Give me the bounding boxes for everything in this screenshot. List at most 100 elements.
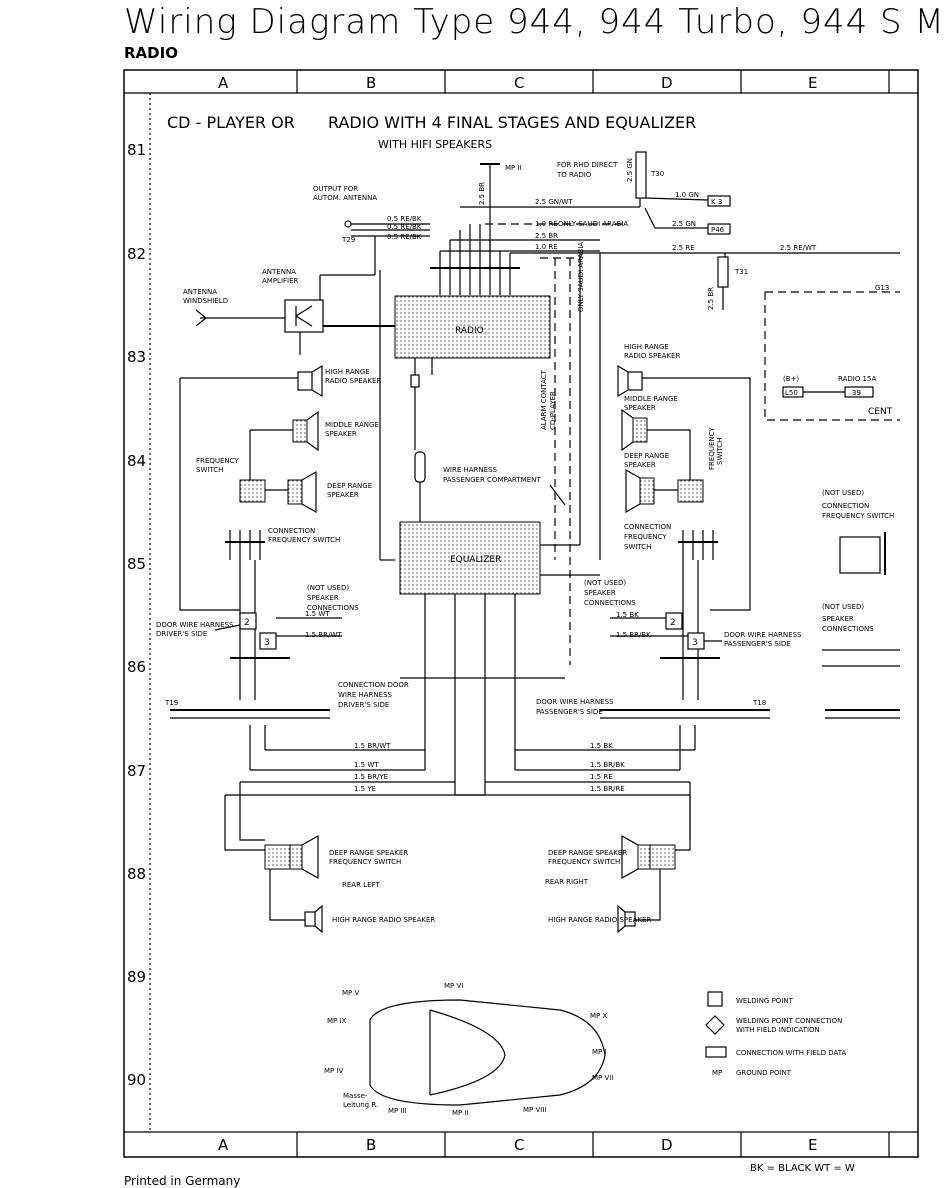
row-label: 85: [127, 555, 146, 573]
svg-text:2: 2: [670, 618, 676, 628]
svg-text:2.5 RE/WT: 2.5 RE/WT: [780, 244, 817, 252]
svg-text:RADIO 15A: RADIO 15A: [838, 375, 876, 383]
svg-text:0.5 RE/BK: 0.5 RE/BK: [387, 233, 422, 241]
row-label: 83: [127, 348, 146, 366]
svg-text:0.5 RE/BK: 0.5 RE/BK: [387, 223, 422, 231]
svg-text:RADIO SPEAKER: RADIO SPEAKER: [325, 377, 381, 385]
column-label: A: [218, 1136, 229, 1154]
svg-text:WIRE HARNESS: WIRE HARNESS: [443, 466, 498, 474]
svg-text:DOOR WIRE HARNESS: DOOR WIRE HARNESS: [156, 621, 234, 629]
svg-text:RADIO: RADIO: [455, 326, 484, 336]
svg-text:ONLY SAUDI ARABIA: ONLY SAUDI ARABIA: [577, 242, 585, 312]
svg-text:CONNECTION: CONNECTION: [624, 523, 671, 531]
heading-radio: RADIO WITH 4 FINAL STAGES AND EQUALIZER: [328, 113, 696, 132]
svg-text:HIGH RANGE: HIGH RANGE: [624, 343, 669, 351]
svg-text:2: 2: [244, 618, 250, 628]
svg-text:T30: T30: [650, 170, 664, 178]
svg-text:CD-PLAYER: CD-PLAYER: [549, 391, 557, 430]
svg-text:2.5 BR: 2.5 BR: [478, 182, 486, 205]
svg-text:2.5 BR: 2.5 BR: [707, 287, 715, 310]
svg-text:1.5 BK: 1.5 BK: [590, 742, 613, 750]
row-label: 90: [127, 1071, 146, 1089]
svg-text:SPEAKER: SPEAKER: [822, 615, 854, 623]
svg-text:(NOT USED): (NOT USED): [307, 584, 349, 592]
svg-text:CONNECTION: CONNECTION: [268, 527, 315, 535]
svg-text:MP VIII: MP VIII: [523, 1106, 546, 1114]
column-label: D: [661, 74, 673, 92]
svg-text:CONNECTION WITH FIELD DATA: CONNECTION WITH FIELD DATA: [736, 1049, 847, 1057]
svg-text:(NOT USED): (NOT USED): [584, 579, 626, 587]
svg-text:MP V: MP V: [342, 989, 359, 997]
symbol-legend: WELDING POINT WELDING POINT CONNECTION W…: [705, 991, 847, 1077]
svg-text:MP VII: MP VII: [592, 1074, 613, 1082]
svg-text:Masse-: Masse-: [343, 1092, 368, 1100]
svg-text:T18: T18: [752, 699, 766, 707]
row-label: 86: [127, 658, 146, 676]
row-label: 87: [127, 762, 146, 780]
antenna-section: OUTPUT FOR AUTOM. ANTENNA 0.5 RE/BK 0.5 …: [183, 185, 430, 355]
svg-text:MIDDLE RANGE: MIDDLE RANGE: [624, 395, 678, 403]
svg-text:OUTPUT FOR: OUTPUT FOR: [313, 185, 358, 193]
right-front-speakers: HIGH RANGE RADIO SPEAKER MIDDLE RANGE SP…: [584, 343, 802, 700]
svg-text:ANTENNA: ANTENNA: [183, 288, 217, 296]
fuse-section: G13 (B+) RADIO 15A L50 39 CENT (NOT USED…: [764, 284, 900, 719]
svg-text:1.5 WT: 1.5 WT: [354, 761, 379, 769]
svg-text:MP I: MP I: [592, 1048, 607, 1056]
svg-text:FREQUENCY SWITCH: FREQUENCY SWITCH: [268, 536, 340, 544]
svg-text:SPEAKER: SPEAKER: [624, 404, 656, 412]
svg-text:T31: T31: [734, 268, 748, 276]
svg-text:MP III: MP III: [388, 1107, 407, 1115]
svg-text:2.5 GN/WT: 2.5 GN/WT: [535, 198, 573, 206]
wiring-diagram: A B C D E A B C D E 81 82 83 84 85 86 87…: [123, 69, 919, 1158]
svg-text:1.5 BR/RE: 1.5 BR/RE: [590, 785, 625, 793]
svg-text:1.0 RE: 1.0 RE: [535, 220, 558, 228]
svg-text:P46: P46: [711, 226, 725, 234]
svg-text:CONNECTION DOOR: CONNECTION DOOR: [338, 681, 409, 689]
svg-text:FREQUENCY: FREQUENCY: [708, 427, 716, 470]
svg-text:3: 3: [692, 638, 698, 648]
svg-text:WITH FIELD INDICATION: WITH FIELD INDICATION: [736, 1026, 820, 1034]
equalizer-unit: EQUALIZER WIRE HARNESS PASSENGER COMPART…: [338, 466, 600, 795]
svg-text:2.5 RE: 2.5 RE: [672, 244, 695, 252]
svg-text:DEEP RANGE: DEEP RANGE: [624, 452, 669, 460]
column-label: C: [514, 74, 524, 92]
column-label: A: [218, 74, 229, 92]
svg-text:SWITCH: SWITCH: [716, 438, 724, 465]
svg-text:RADIO SPEAKER: RADIO SPEAKER: [624, 352, 680, 360]
svg-text:1.5 WT: 1.5 WT: [305, 610, 330, 618]
svg-text:1.0 GN: 1.0 GN: [675, 191, 699, 199]
svg-text:WELDING POINT CONNECTION: WELDING POINT CONNECTION: [736, 1017, 842, 1025]
svg-text:MP X: MP X: [590, 1012, 607, 1020]
svg-text:HIGH RANGE RADIO SPEAKER: HIGH RANGE RADIO SPEAKER: [332, 916, 435, 924]
svg-text:WINDSHIELD: WINDSHIELD: [183, 297, 228, 305]
svg-text:CONNECTIONS: CONNECTIONS: [307, 604, 359, 612]
svg-text:K 3: K 3: [711, 198, 722, 206]
svg-text:CONNECTIONS: CONNECTIONS: [584, 599, 636, 607]
diagram-frame: [123, 69, 919, 1158]
svg-text:REAR RIGHT: REAR RIGHT: [545, 878, 589, 886]
heading-hifi: WITH HIFI SPEAKERS: [378, 138, 492, 151]
svg-text:DRIVER'S SIDE: DRIVER'S SIDE: [156, 630, 207, 638]
svg-text:MP IV: MP IV: [324, 1067, 344, 1075]
svg-text:1.5 BR/YE: 1.5 BR/YE: [354, 773, 388, 781]
svg-text:PASSENGER COMPARTMENT: PASSENGER COMPARTMENT: [443, 476, 541, 484]
svg-text:2.5 GN: 2.5 GN: [626, 158, 634, 182]
svg-text:1.5 BK: 1.5 BK: [616, 611, 639, 619]
svg-text:MP IX: MP IX: [327, 1017, 347, 1025]
grid-row-labels: 81 82 83 84 85 86 87 88 89 90: [127, 141, 146, 1089]
rear-left-speakers: DEEP RANGE SPEAKER FREQUENCY SWITCH REAR…: [224, 782, 435, 934]
page-title: Wiring Diagram Type 944, 944 Turbo, 944 …: [124, 2, 945, 42]
radio-unit: RADIO: [379, 224, 551, 561]
column-label: E: [808, 1136, 817, 1154]
row-label: 84: [127, 452, 146, 470]
row-label: 82: [127, 245, 146, 263]
svg-text:AMPLIFIER: AMPLIFIER: [262, 277, 299, 285]
row-label: 81: [127, 141, 146, 159]
svg-text:Leitung R.: Leitung R.: [343, 1101, 378, 1109]
svg-text:MP: MP: [712, 1069, 722, 1077]
svg-text:FREQUENCY: FREQUENCY: [624, 533, 667, 541]
svg-text:2.5 GN: 2.5 GN: [672, 220, 696, 228]
svg-text:1.5 BR/WT: 1.5 BR/WT: [354, 742, 391, 750]
heading-cd-player: CD - PLAYER OR: [167, 113, 295, 132]
svg-text:MP II: MP II: [452, 1109, 469, 1117]
